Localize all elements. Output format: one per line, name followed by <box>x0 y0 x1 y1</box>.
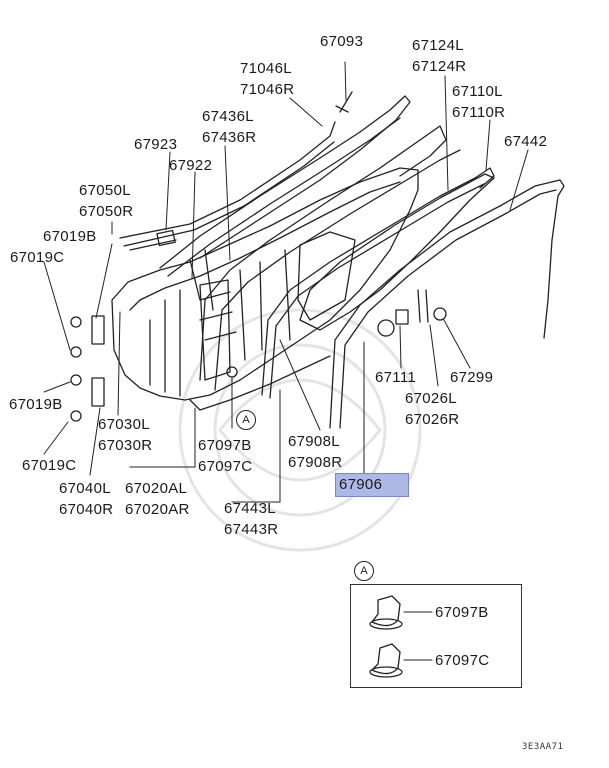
callout-a-main[interactable]: A <box>236 410 256 430</box>
label-67019c-top[interactable]: 67019C <box>10 249 65 266</box>
window-frame-outer <box>159 95 411 269</box>
label-67124r[interactable]: 67124R <box>412 58 467 75</box>
glass-run-channel <box>199 125 447 381</box>
watermark-emblem <box>178 308 422 552</box>
label-detail-67097b[interactable]: 67097B <box>435 604 489 621</box>
part-67923-block <box>156 229 176 247</box>
belt-moulding <box>119 121 336 239</box>
part-67111 <box>377 319 395 337</box>
clip-main <box>226 366 238 378</box>
bolt-lower-1 <box>70 374 82 386</box>
label-67111[interactable]: 67111 <box>375 369 416 386</box>
lower-seal <box>189 355 331 411</box>
label-67908r[interactable]: 67908R <box>288 454 343 471</box>
label-67923[interactable]: 67923 <box>134 136 178 153</box>
label-67019c-bottom[interactable]: 67019C <box>22 457 77 474</box>
bolt-lower-2 <box>70 410 82 422</box>
label-67030r[interactable]: 67030R <box>98 437 153 454</box>
label-67026l[interactable]: 67026L <box>405 390 457 407</box>
label-67026r[interactable]: 67026R <box>405 411 460 428</box>
label-67443l[interactable]: 67443L <box>224 500 276 517</box>
highlight-67906 <box>335 473 409 497</box>
door-weatherstrip <box>329 179 565 429</box>
detail-clips <box>369 595 433 678</box>
label-67443r[interactable]: 67443R <box>224 521 279 538</box>
label-67019b-bottom[interactable]: 67019B <box>9 396 63 413</box>
label-67299[interactable]: 67299 <box>450 369 494 386</box>
label-67124l[interactable]: 67124L <box>412 37 464 54</box>
label-67110l[interactable]: 67110L <box>452 83 503 100</box>
label-67442[interactable]: 67442 <box>504 133 548 150</box>
label-67040l[interactable]: 67040L <box>59 480 111 497</box>
label-67436r[interactable]: 67436R <box>202 129 257 146</box>
label-67030l[interactable]: 67030L <box>98 416 150 433</box>
part-67026 <box>417 289 429 323</box>
bolt-upper-2 <box>70 346 82 358</box>
label-67050r[interactable]: 67050R <box>79 203 134 220</box>
label-67097b[interactable]: 67097B <box>198 437 252 454</box>
label-67922[interactable]: 67922 <box>169 157 213 174</box>
label-67436l[interactable]: 67436L <box>202 108 254 125</box>
label-67019b-top[interactable]: 67019B <box>43 228 97 245</box>
label-67097c[interactable]: 67097C <box>198 458 253 475</box>
label-detail-67097c[interactable]: 67097C <box>435 652 490 669</box>
label-67020ar[interactable]: 67020AR <box>125 501 190 518</box>
diagram-code: 3E3AA71 <box>522 742 564 752</box>
label-67110r[interactable]: 67110R <box>452 104 506 121</box>
hinge-upper <box>91 315 105 345</box>
label-67040r[interactable]: 67040R <box>59 501 114 518</box>
bolt-upper-1 <box>70 316 82 328</box>
label-67020al[interactable]: 67020AL <box>125 480 188 497</box>
door-inner-panel <box>111 167 419 401</box>
label-67908l[interactable]: 67908L <box>288 433 340 450</box>
label-67050l[interactable]: 67050L <box>79 182 131 199</box>
label-67906[interactable]: 67906 <box>339 476 383 493</box>
part-67299 <box>433 307 447 321</box>
leader-lines <box>43 61 529 503</box>
label-71046r[interactable]: 71046R <box>240 81 295 98</box>
hinge-lower <box>91 377 105 407</box>
bolt-67093 <box>335 91 353 113</box>
detail-view-a <box>350 584 522 688</box>
door-glass <box>299 173 495 331</box>
callout-a-detail[interactable]: A <box>354 561 374 581</box>
label-71046l[interactable]: 71046L <box>240 60 292 77</box>
part-small-bracket <box>395 309 409 325</box>
label-67093[interactable]: 67093 <box>320 33 364 50</box>
